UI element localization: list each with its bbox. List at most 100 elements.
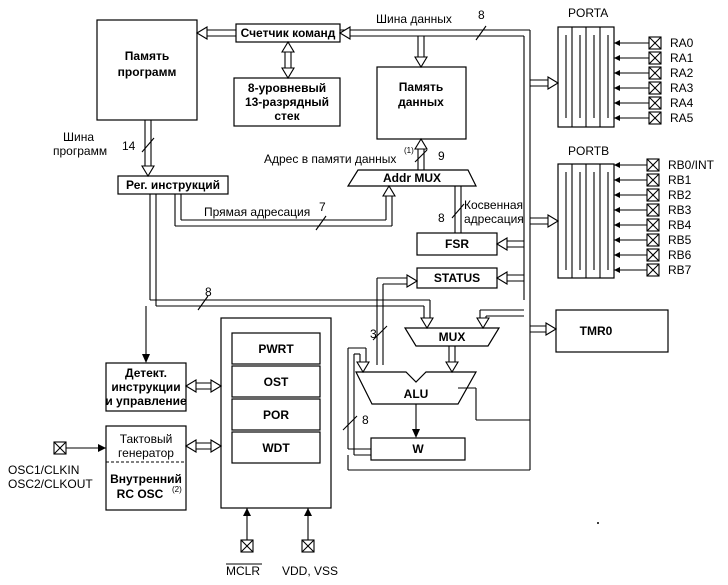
pin-ra0: RA0 <box>614 36 694 50</box>
reset-block-group: PWRT OST POR WDT <box>220 317 332 509</box>
pin-ra4-label: RA4 <box>670 96 694 110</box>
pin-ra5-label: RA5 <box>670 111 694 125</box>
pin-ra5: RA5 <box>614 111 694 125</box>
program-memory-label-2: программ <box>118 65 177 79</box>
pin-rb7: RB7 <box>614 263 692 277</box>
pin-rb0-label: RB0/INT <box>668 158 715 172</box>
tmr0-block: TMR0 <box>555 309 669 353</box>
indirect-addressing-label-2: адресация <box>464 212 524 226</box>
stray-dot <box>597 522 599 524</box>
data-address-note: (1) <box>404 146 414 155</box>
wdt-label: WDT <box>262 441 290 455</box>
status-path-width: 3 <box>370 327 377 341</box>
decoder-label-3: и управление <box>105 394 187 408</box>
program-bus-label-1: Шина <box>63 130 94 144</box>
data-memory-block: Память данных <box>376 66 467 140</box>
pin-ra4: RA4 <box>614 96 694 110</box>
status-block: STATUS <box>416 267 498 289</box>
pin-rb2: RB2 <box>614 188 692 202</box>
porta-pins: RA0 RA1 RA2 RA3 RA4 RA5 <box>614 36 694 125</box>
porta-block: PORTA <box>557 6 615 128</box>
instruction-register-block: Рег. инструкций <box>117 175 229 195</box>
portb-name: PORTB <box>568 144 609 158</box>
data-memory-label-2: данных <box>398 95 444 109</box>
pin-rb6-label: RB6 <box>668 248 692 262</box>
instruction-decoder-block: Детект. инструкции и управление <box>105 362 187 412</box>
pin-ra3: RA3 <box>614 81 694 95</box>
bus-lines <box>53 26 560 553</box>
internal-rc-label: Внутренний <box>110 472 182 486</box>
porta-name: PORTA <box>568 6 608 20</box>
pin-rb3-label: RB3 <box>668 203 692 217</box>
direct-addressing-width: 7 <box>319 200 326 214</box>
direct-addressing-label: Прямая адресация <box>204 205 310 219</box>
pin-ra1-label: RA1 <box>670 51 694 65</box>
pin-ra0-label: RA0 <box>670 36 694 50</box>
w-loop-width: 8 <box>362 413 369 427</box>
pin-rb4: RB4 <box>614 218 692 232</box>
instruction-register-label: Рег. инструкций <box>126 178 220 192</box>
osc1-label: OSC1/CLKIN <box>8 463 79 477</box>
mux-label: MUX <box>439 330 466 344</box>
bus-labels: Шина данных 8 Шина программ 14 Адрес в п… <box>53 8 524 427</box>
mux-block: MUX <box>403 327 501 347</box>
program-memory-label-1: Память <box>125 49 169 63</box>
pin-labels: OSC1/CLKIN OSC2/CLKOUT MCLR VDD, VSS <box>8 463 338 578</box>
osc2-label: OSC2/CLKOUT <box>8 477 93 491</box>
fsr-block: FSR <box>416 232 498 256</box>
vdd-vss-label: VDD, VSS <box>282 564 338 578</box>
decoder-label-1: Детект. <box>125 366 167 380</box>
stack-label-3: стек <box>274 109 300 123</box>
fsr-label: FSR <box>445 237 469 251</box>
alu-label: ALU <box>404 387 429 401</box>
pwrt-label: PWRT <box>258 342 294 356</box>
stack-block: 8-уровневый 13-разрядный стек <box>233 77 341 127</box>
program-counter-block: Счетчик команд <box>235 23 341 43</box>
pin-rb6: RB6 <box>614 248 692 262</box>
data-address-width: 9 <box>438 149 445 163</box>
stack-label-1: 8-уровневый <box>248 81 326 95</box>
pin-ra2: RA2 <box>614 66 694 80</box>
data-address-label: Адрес в памяти данных <box>264 152 396 166</box>
pin-rb2-label: RB2 <box>668 188 692 202</box>
mclr-label: MCLR <box>226 564 260 578</box>
w-register-label: W <box>412 442 424 456</box>
pin-rb3: RB3 <box>614 203 692 217</box>
portb-pins: RB0/INT RB1 RB2 RB3 RB4 RB5 <box>614 158 715 277</box>
rc-osc-label: RC OSC <box>117 487 164 501</box>
indirect-addressing-label-1: Косвенная <box>464 198 523 212</box>
pin-rb5: RB5 <box>614 233 692 247</box>
data-memory-label-1: Память <box>399 80 443 94</box>
decoder-label-2: инструкции <box>111 380 180 394</box>
w-register-block: W <box>370 437 466 461</box>
program-bus-label-2: программ <box>53 144 107 158</box>
pin-rb7-label: RB7 <box>668 263 692 277</box>
bus-width-marks <box>141 25 487 431</box>
literal-bus-width: 8 <box>205 285 212 299</box>
fsr-width: 8 <box>438 211 445 225</box>
clock-gen-label-1: Тактовый <box>120 432 173 446</box>
pin-rb5-label: RB5 <box>668 233 692 247</box>
pin-rb0: RB0/INT <box>614 158 715 172</box>
program-memory-block: Память программ <box>96 19 198 121</box>
por-label: POR <box>263 408 289 422</box>
status-label: STATUS <box>434 271 480 285</box>
addr-mux-block: Addr MUX <box>346 169 477 187</box>
data-bus-label: Шина данных <box>376 12 452 26</box>
ost-label: OST <box>264 375 289 389</box>
pin-ra1: RA1 <box>614 51 694 65</box>
pin-rb1: RB1 <box>614 173 692 187</box>
pin-rb1-label: RB1 <box>668 173 692 187</box>
stack-label-2: 13-разрядный <box>245 95 329 109</box>
portb-block: PORTB <box>557 144 615 279</box>
pin-ra2-label: RA2 <box>670 66 694 80</box>
program-bus-width: 14 <box>122 139 136 153</box>
tmr0-label: TMR0 <box>580 324 613 338</box>
clock-generator-block: Тактовый генератор Внутренний RC OSC (2) <box>105 425 187 511</box>
addr-mux-label: Addr MUX <box>383 171 441 185</box>
rc-osc-note: (2) <box>172 485 182 494</box>
data-bus-width: 8 <box>478 8 485 22</box>
pin-rb4-label: RB4 <box>668 218 692 232</box>
clock-gen-label-2: генератор <box>118 446 174 460</box>
